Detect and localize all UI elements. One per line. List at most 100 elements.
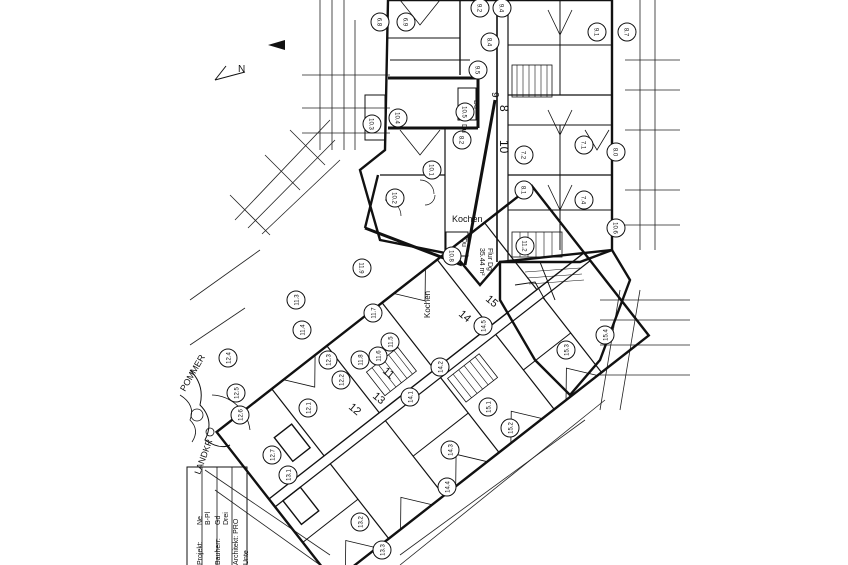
room-tag-circle [350, 512, 370, 532]
room-tag-label: 15.4 [604, 329, 610, 341]
room-tag-circle [385, 188, 405, 208]
room-tag-circle [430, 357, 450, 377]
room-tag: 9.1 [587, 22, 607, 42]
room-label-du-1: Du [472, 100, 479, 109]
room-tag-circle [363, 303, 383, 323]
room-tag-label: 6.9 [402, 18, 408, 27]
room-tag-label: 11.4 [301, 324, 307, 336]
room-tag: 12.1 [298, 398, 318, 418]
plan-labels: Kochen Kochen Du Du Du Flur Dg 35.44 m² … [178, 92, 511, 565]
room-tag: 12.3 [318, 350, 338, 370]
room-tag-circle [468, 60, 488, 80]
room-tag-label: 8.4 [486, 38, 492, 47]
north-label: N [238, 64, 245, 75]
room-tag-label: 14.5 [482, 320, 488, 332]
room-tag: 7.2 [514, 145, 534, 165]
room-tag: 11.7 [363, 303, 383, 323]
room-tag-label: 11.6 [377, 350, 383, 362]
room-tag-label: 10.6 [612, 222, 618, 234]
room-tag-circle [492, 0, 512, 18]
room-tag-circle [574, 190, 594, 210]
room-tag-circle [372, 540, 392, 560]
room-tag: 10.8 [442, 246, 462, 266]
title-projekt-value-2: B-Pl [205, 511, 212, 525]
room-tag-label: 13.3 [381, 544, 387, 556]
room-tag-circle [440, 440, 460, 460]
title-block [186, 466, 248, 565]
room-tag-circle [388, 108, 408, 128]
north-arrow: N [214, 40, 285, 81]
room-tag-circle [292, 320, 312, 340]
room-tag: 11.4 [292, 320, 312, 340]
room-tag: 10.6 [606, 218, 626, 238]
room-tag-circle [514, 180, 534, 200]
section-number-10: 10 [497, 140, 511, 154]
room-tag-label: 10.1 [428, 164, 434, 176]
room-tag: 9.2 [470, 0, 490, 18]
room-tag-circle [286, 290, 306, 310]
room-tag: 11.5 [380, 332, 400, 352]
title-bauherr-value-2: Drei [223, 512, 230, 525]
room-tag-circle [473, 316, 493, 336]
room-tag-label: 10.8 [448, 250, 454, 262]
room-tag-label: 14.3 [449, 444, 455, 456]
room-tag-circle [500, 418, 520, 438]
room-tag-label: 8.2 [458, 136, 464, 145]
room-tag-label: 14.4 [446, 481, 452, 493]
room-tag-label: 7.2 [520, 151, 526, 160]
section-number-8: 8 [497, 105, 511, 112]
room-tag: 14.2 [430, 357, 450, 377]
room-tag-label: 15.2 [509, 422, 515, 434]
east-wedge [498, 248, 632, 397]
room-tag-label: 7.1 [580, 141, 586, 150]
room-tag-circle [230, 405, 250, 425]
room-tag-circle [556, 340, 576, 360]
room-tag: 14.5 [473, 316, 493, 336]
room-tag: 12.4 [218, 348, 238, 368]
room-label-du-3: Du [460, 238, 467, 247]
room-tag-circle [350, 350, 370, 370]
room-tag-label: 12.5 [235, 387, 241, 399]
room-tag: 12.5 [226, 383, 246, 403]
room-tag-label: 15.3 [565, 344, 571, 356]
room-tag: 15.3 [556, 340, 576, 360]
room-tag-label: 9.5 [474, 66, 480, 75]
street-label-2: LANDKR [192, 437, 214, 475]
room-tag: 10.3 [362, 114, 382, 134]
room-tag-label: 11.3 [295, 294, 301, 306]
room-tag-circle [262, 445, 282, 465]
room-tag-label: 12.2 [340, 374, 346, 386]
room-tag: 11.3 [286, 290, 306, 310]
street-label: POMMER [178, 352, 207, 393]
room-label-kochen-lower: Kochen [423, 291, 432, 318]
room-tag-label: 12.6 [239, 409, 245, 421]
room-tag-label: 11.5 [389, 336, 395, 348]
room-tag-label: 7.4 [580, 196, 586, 205]
room-tag-circle [515, 236, 535, 256]
room-tag: 6.8 [370, 12, 390, 32]
room-tag: 10.1 [422, 160, 442, 180]
room-tag-circle [370, 12, 390, 32]
room-tag-circle [470, 0, 490, 18]
room-tag-circle [442, 246, 462, 266]
room-tag-label: 11.8 [359, 354, 365, 366]
title-bauherr-value: Gd [215, 516, 222, 525]
west-landscape [179, 369, 251, 448]
room-tag-circle [352, 258, 372, 278]
room-tag-circle [318, 350, 338, 370]
room-tag: 13.3 [372, 540, 392, 560]
room-tag-label: 9.4 [498, 4, 504, 13]
room-tag-label: 8.0 [612, 148, 618, 157]
room-tag-circle [514, 145, 534, 165]
section-number-15: 15 [483, 293, 500, 310]
room-tag-circle [298, 398, 318, 418]
room-tag-label: 13.1 [287, 469, 293, 481]
room-label-du-2: Du [460, 124, 467, 133]
room-tag: 14.4 [437, 477, 457, 497]
room-tag: 15.2 [500, 418, 520, 438]
room-tag-circle [400, 387, 420, 407]
lower-wing [214, 184, 651, 565]
dimension-lines [189, 0, 690, 565]
